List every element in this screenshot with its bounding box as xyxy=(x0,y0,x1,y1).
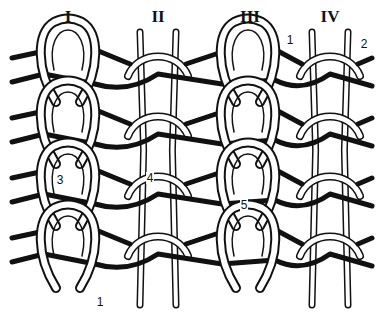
black-yarn-stub xyxy=(12,170,372,184)
face-loop-inner xyxy=(52,30,84,70)
back-strand xyxy=(344,32,348,305)
face-loop-inner xyxy=(232,30,264,70)
face-loop xyxy=(221,205,276,289)
wale-numeral: III xyxy=(240,8,260,25)
black-yarn-stub xyxy=(12,230,372,244)
back-strand xyxy=(172,32,176,305)
black-yarn-course xyxy=(12,254,372,267)
black-yarn-stub xyxy=(12,110,372,124)
face-loop xyxy=(41,205,96,289)
callout-number: 5 xyxy=(240,199,249,211)
black-yarn-stub xyxy=(12,50,372,64)
face-wales xyxy=(41,19,276,289)
wale-numeral: II xyxy=(151,8,164,25)
wale-numeral: IV xyxy=(321,8,340,25)
face-loop-inner xyxy=(52,92,84,132)
black-yarn xyxy=(12,50,372,267)
face-loop-inner xyxy=(52,154,84,194)
face-loop-inner xyxy=(232,92,264,132)
back-strand xyxy=(172,32,176,305)
callout-number: 1 xyxy=(286,34,295,46)
callout-number: 1 xyxy=(96,296,105,308)
back-strand xyxy=(344,32,348,305)
face-loop xyxy=(221,205,276,289)
face-loop-inner xyxy=(232,216,264,256)
callout-number: 3 xyxy=(56,174,65,186)
callout-number: 2 xyxy=(360,38,369,50)
callout-number: 4 xyxy=(146,172,155,184)
face-loop xyxy=(41,205,96,289)
face-loop-inner xyxy=(232,154,264,194)
wale-numeral: I xyxy=(65,8,72,25)
face-loop-inner xyxy=(52,216,84,256)
